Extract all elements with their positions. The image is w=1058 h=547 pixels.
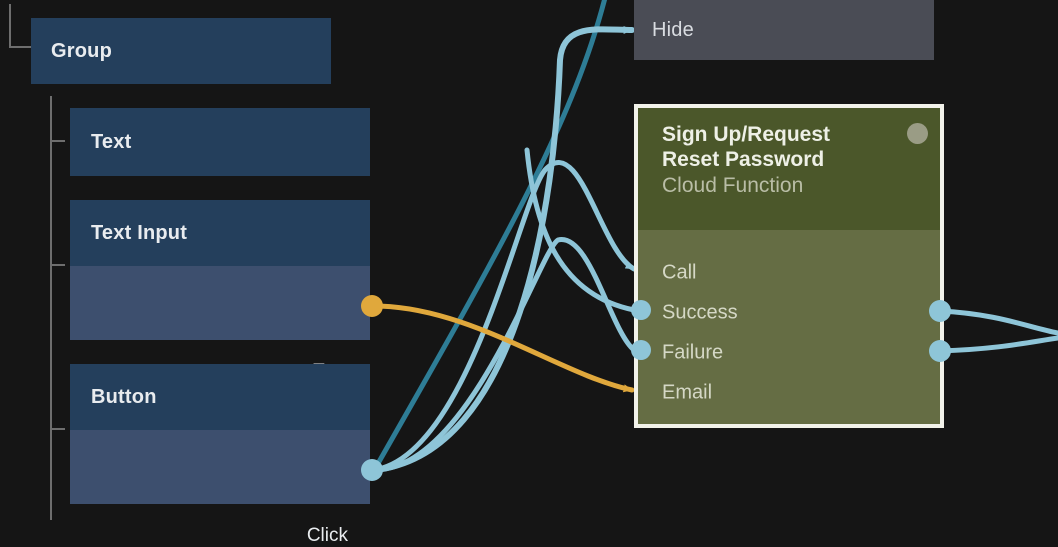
port-label-failure[interactable]: Failure (662, 341, 724, 364)
status-dot-icon[interactable] (907, 123, 928, 144)
tree-line-children-spine (50, 96, 52, 520)
text-input-node-title: Text Input (91, 221, 188, 244)
group-node-header[interactable]: Group (31, 18, 331, 84)
cloud-function-body: Call Success Failure Email (638, 230, 940, 424)
button-node[interactable]: Button Click (70, 364, 370, 546)
text-node[interactable]: Text (70, 108, 370, 176)
port-label-click[interactable]: Click (306, 525, 348, 546)
button-node-title: Button (91, 385, 157, 408)
cloud-function-header[interactable]: Sign Up/Request Reset Password Cloud Fun… (638, 108, 940, 230)
tree-line-root-vertical (9, 4, 11, 48)
group-node[interactable]: Group (31, 18, 331, 84)
group-node-title: Group (51, 39, 112, 62)
text-input-node[interactable]: Text Input Text (70, 200, 370, 382)
text-node-header[interactable]: Text (70, 108, 370, 176)
text-input-node-body: Text (70, 266, 370, 382)
cloud-function-title-line2: Reset Password (662, 148, 825, 171)
hide-node-title: Hide (652, 18, 694, 41)
port-label-success[interactable]: Success (662, 301, 738, 324)
text-input-node-header[interactable]: Text Input (70, 200, 370, 266)
button-node-header[interactable]: Button (70, 364, 370, 430)
tree-line-branch-text (52, 140, 65, 142)
tree-line-root-elbow (9, 46, 31, 48)
port-label-email[interactable]: Email (662, 381, 713, 404)
tree-line-branch-textinput (52, 264, 65, 266)
cloud-function-node[interactable]: Sign Up/Request Reset Password Cloud Fun… (634, 104, 944, 428)
tree-line-branch-button (52, 428, 65, 430)
button-node-body: Click (70, 430, 370, 546)
hide-node[interactable]: Hide (634, 0, 934, 60)
cloud-function-subtitle: Cloud Function (662, 174, 804, 197)
hide-node-header[interactable]: Hide (634, 0, 934, 60)
cloud-function-title-line1: Sign Up/Request (662, 123, 831, 146)
text-node-title: Text (91, 130, 132, 153)
port-label-call[interactable]: Call (662, 261, 697, 284)
